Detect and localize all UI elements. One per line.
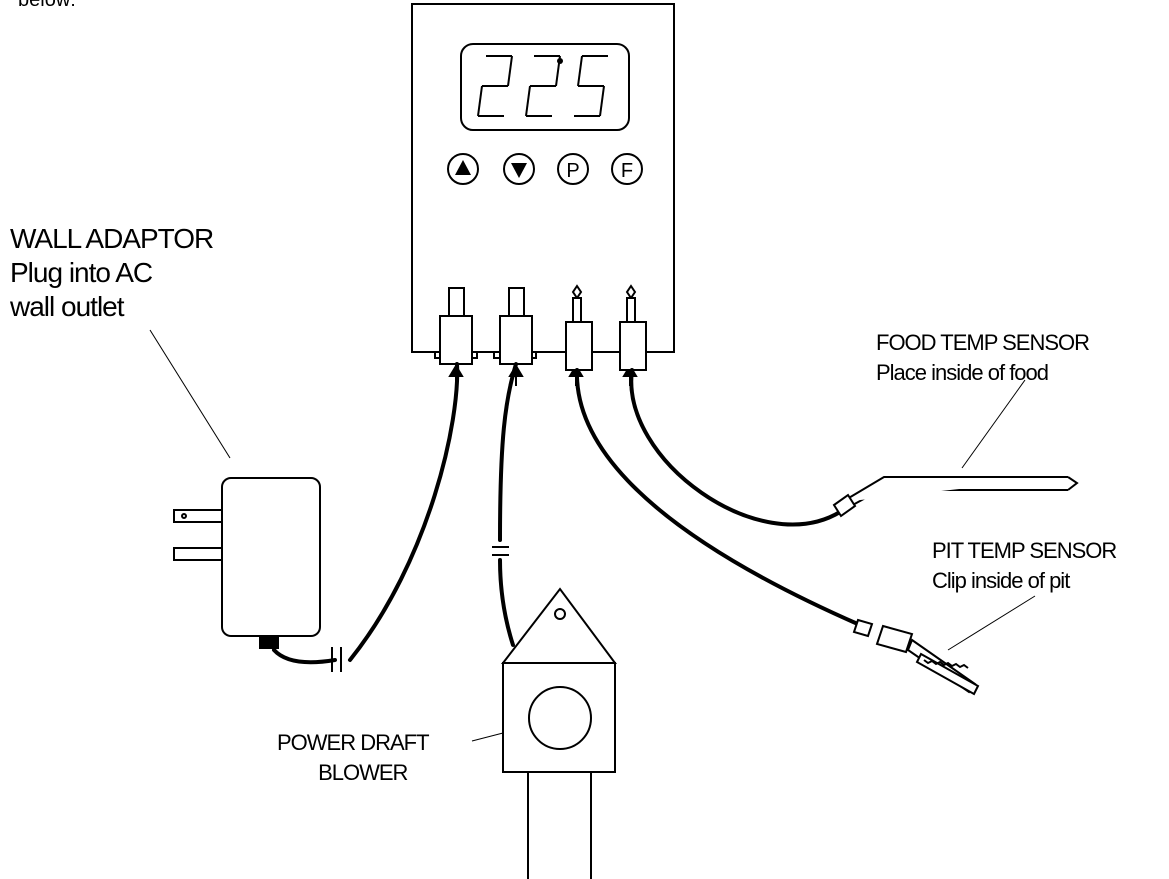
top-fragment-text: below: xyxy=(18,0,76,11)
pit-probe-plug xyxy=(565,284,593,371)
wall-adaptor-line2: Plug into AC xyxy=(10,257,153,288)
food-probe-plug xyxy=(619,284,647,371)
pit-sensor-instruction: Clip inside of pit xyxy=(932,568,1070,593)
cable-break-marks xyxy=(331,546,509,672)
power-plug xyxy=(439,287,473,365)
p-button-label: P xyxy=(566,160,579,182)
wall-adaptor-label: WALL ADAPTOR Plug into AC wall outlet xyxy=(10,222,214,324)
digit-2-segment-f xyxy=(577,55,583,87)
food-sensor-instruction: Place inside of food xyxy=(876,360,1049,385)
digit-0-segment-e xyxy=(477,85,483,117)
cables xyxy=(272,362,862,665)
up-triangle-icon xyxy=(455,160,471,175)
pit-sensor-label: PIT TEMP SENSOR Clip inside of pit xyxy=(932,536,1117,596)
down-triangle-icon xyxy=(511,163,527,178)
p-button[interactable]: P xyxy=(557,153,589,185)
leader-lines xyxy=(149,329,1036,742)
food-sensor-title: FOOD TEMP SENSOR xyxy=(876,330,1090,355)
food-sensor-label: FOOD TEMP SENSOR Place inside of food xyxy=(876,328,1090,388)
blower-label: POWER DRAFT BLOWER xyxy=(277,728,430,788)
pit-sensor-title: PIT TEMP SENSOR xyxy=(932,538,1117,563)
wall-adaptor xyxy=(173,477,321,649)
up-button[interactable] xyxy=(447,153,479,185)
power-draft-blower xyxy=(500,587,617,879)
digit-0-segment-b xyxy=(507,55,513,87)
blower-title: POWER DRAFT xyxy=(277,730,430,755)
wall-adaptor-title: WALL ADAPTOR xyxy=(10,223,214,254)
blower-plug xyxy=(499,287,533,365)
pit-probe-clip xyxy=(852,618,980,696)
blower-subtitle: BLOWER xyxy=(318,760,408,785)
degree-dot xyxy=(557,58,563,64)
down-button[interactable] xyxy=(503,153,535,185)
f-button-label: F xyxy=(621,160,633,182)
digit-2-segment-c xyxy=(599,85,605,117)
digit-1-segment-e xyxy=(525,85,531,117)
insert-arrows xyxy=(448,364,638,386)
wall-adaptor-line3: wall outlet xyxy=(10,291,125,322)
f-button[interactable]: F xyxy=(611,153,643,185)
food-probe xyxy=(832,476,1079,518)
